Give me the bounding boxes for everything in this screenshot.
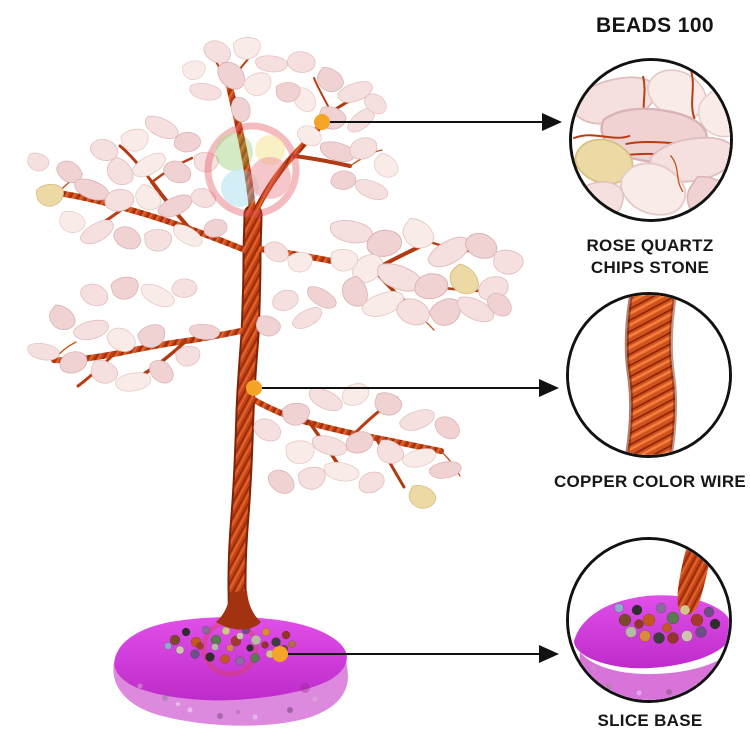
base-rough-speckles (137, 683, 318, 720)
rose-quartz-zoom-circle (569, 58, 733, 222)
rose-quartz-chips (25, 33, 524, 512)
trunk-base-flare (216, 591, 261, 630)
callout-label-line: COPPER COLOR WIRE (553, 472, 747, 491)
callout-label-line: CHIPS STONE (590, 258, 710, 278)
page-title: BEADS 100 (596, 14, 714, 37)
callout-label-line: SLICE BASE (597, 711, 703, 730)
agate-slice-base (113, 616, 348, 726)
slice-base-zoom-circle (566, 537, 732, 703)
pointer-arrows (246, 113, 562, 663)
rose-quartz-closeup (572, 61, 730, 219)
callout-label-rose-quartz: ROSE QUARTZ CHIPS STONE (552, 235, 748, 279)
pointer-dot-icon (314, 114, 330, 130)
brand-watermark (204, 122, 300, 218)
copper-wire-zoom-circle (566, 292, 732, 458)
callout-label-line: ROSE QUARTZ (586, 236, 714, 255)
pointer-dot-icon (272, 646, 288, 662)
pointer-dot-icon (246, 380, 262, 396)
callout-label-copper-wire: COPPER COLOR WIRE (540, 471, 750, 493)
base-chips (164, 625, 296, 666)
callout-label-slice-base: SLICE BASE (552, 710, 748, 732)
base-closeup-chips (614, 602, 721, 644)
slice-base-closeup (569, 540, 729, 700)
copper-wire-closeup (569, 295, 729, 455)
